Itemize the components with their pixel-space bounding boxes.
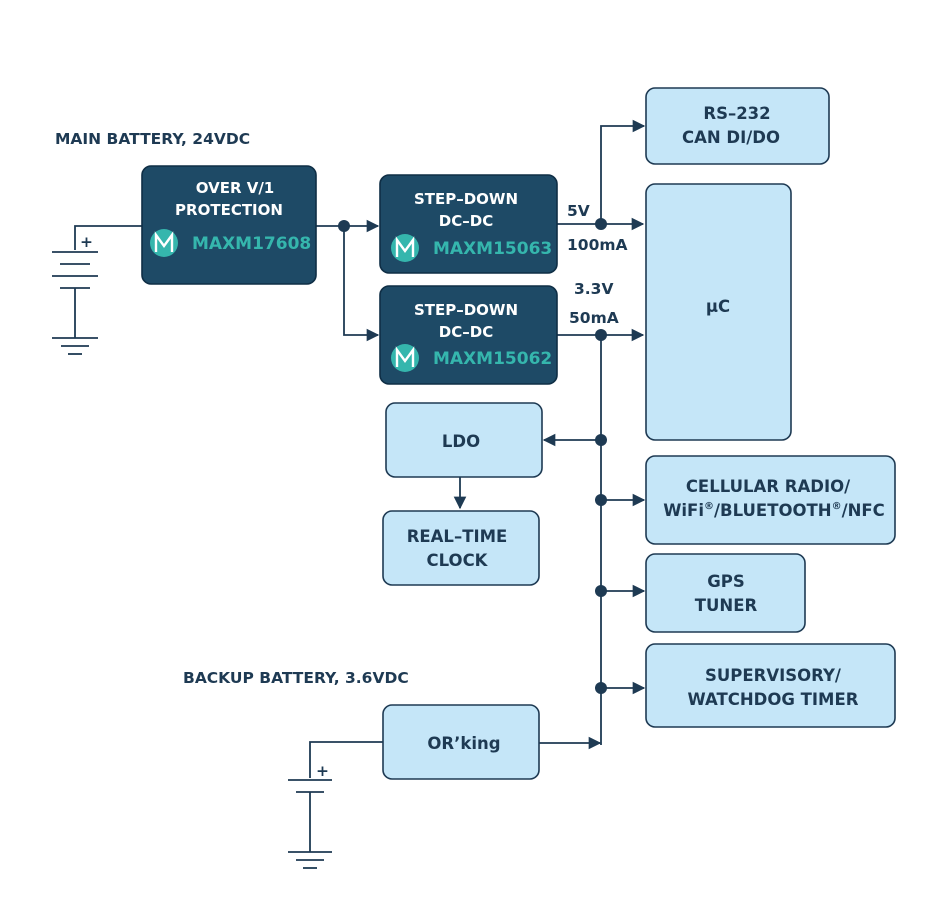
cellular-block: CELLULAR RADIO/ WiFi®/BLUETOOTH®/NFC xyxy=(645,455,896,545)
svg-text:OR’king: OR’king xyxy=(427,734,500,753)
part-number: MAXM17608 xyxy=(192,234,311,254)
svg-text:WATCHDOG TIMER: WATCHDOG TIMER xyxy=(688,690,859,709)
rs232-block: RS–232 CAN DI/DO xyxy=(645,87,830,165)
oring-block: OR’king xyxy=(382,704,540,780)
stepdown1-block: STEP–DOWN DC–DC MAXM15063 xyxy=(379,174,558,274)
svg-text:CELLULAR RADIO/: CELLULAR RADIO/ xyxy=(686,477,851,496)
maxim-logo-icon xyxy=(150,229,178,257)
backup-battery-label: BACKUP BATTERY, 3.6VDC xyxy=(183,669,409,687)
svg-text:DC–DC: DC–DC xyxy=(439,323,493,341)
svg-text:PROTECTION: PROTECTION xyxy=(175,201,283,219)
part-number: MAXM15063 xyxy=(433,239,552,259)
stepdown2-block: STEP–DOWN DC–DC MAXM15062 xyxy=(379,285,558,385)
main-battery-symbol: + xyxy=(52,233,98,355)
current-50ma-label: 50mA xyxy=(569,309,619,327)
svg-text:REAL–TIME: REAL–TIME xyxy=(407,527,508,546)
svg-text:RS–232: RS–232 xyxy=(703,104,770,123)
part-number: MAXM15062 xyxy=(433,349,552,369)
svg-text:DC–DC: DC–DC xyxy=(439,212,493,230)
gps-block: GPS TUNER xyxy=(645,553,806,633)
svg-text:CLOCK: CLOCK xyxy=(427,551,489,570)
ldo-block: LDO xyxy=(385,402,543,478)
svg-text:STEP–DOWN: STEP–DOWN xyxy=(414,190,518,208)
maxim-logo-icon xyxy=(391,234,419,262)
svg-text:LDO: LDO xyxy=(442,432,480,451)
maxim-logo-icon xyxy=(391,344,419,372)
svg-text:GPS: GPS xyxy=(707,572,745,591)
backup-battery-plus: + xyxy=(316,762,329,780)
svg-text:TUNER: TUNER xyxy=(695,596,758,615)
rtc-block: REAL–TIME CLOCK xyxy=(382,510,540,586)
svg-text:SUPERVISORY/: SUPERVISORY/ xyxy=(705,666,842,685)
voltage-3v3-label: 3.3V xyxy=(574,280,613,298)
svg-text:OVER V/1: OVER V/1 xyxy=(196,179,275,197)
supervisory-block: SUPERVISORY/ WATCHDOG TIMER xyxy=(645,643,896,728)
voltage-5v-label: 5V xyxy=(567,202,590,220)
backup-battery-symbol: + xyxy=(288,762,332,869)
svg-text:WiFi®/BLUETOOTH®/NFC: WiFi®/BLUETOOTH®/NFC xyxy=(663,501,885,520)
current-100ma-label: 100mA xyxy=(567,236,628,254)
svg-text:CAN DI/DO: CAN DI/DO xyxy=(682,128,780,147)
main-battery-plus: + xyxy=(80,233,93,251)
protection-block: OVER V/1 PROTECTION MAXM17608 xyxy=(141,165,317,285)
svg-text:µC: µC xyxy=(706,297,730,316)
svg-text:STEP–DOWN: STEP–DOWN xyxy=(414,301,518,319)
microcontroller-block: µC xyxy=(645,183,792,441)
main-battery-label: MAIN BATTERY, 24VDC xyxy=(55,130,250,148)
junction-dots xyxy=(338,218,607,694)
